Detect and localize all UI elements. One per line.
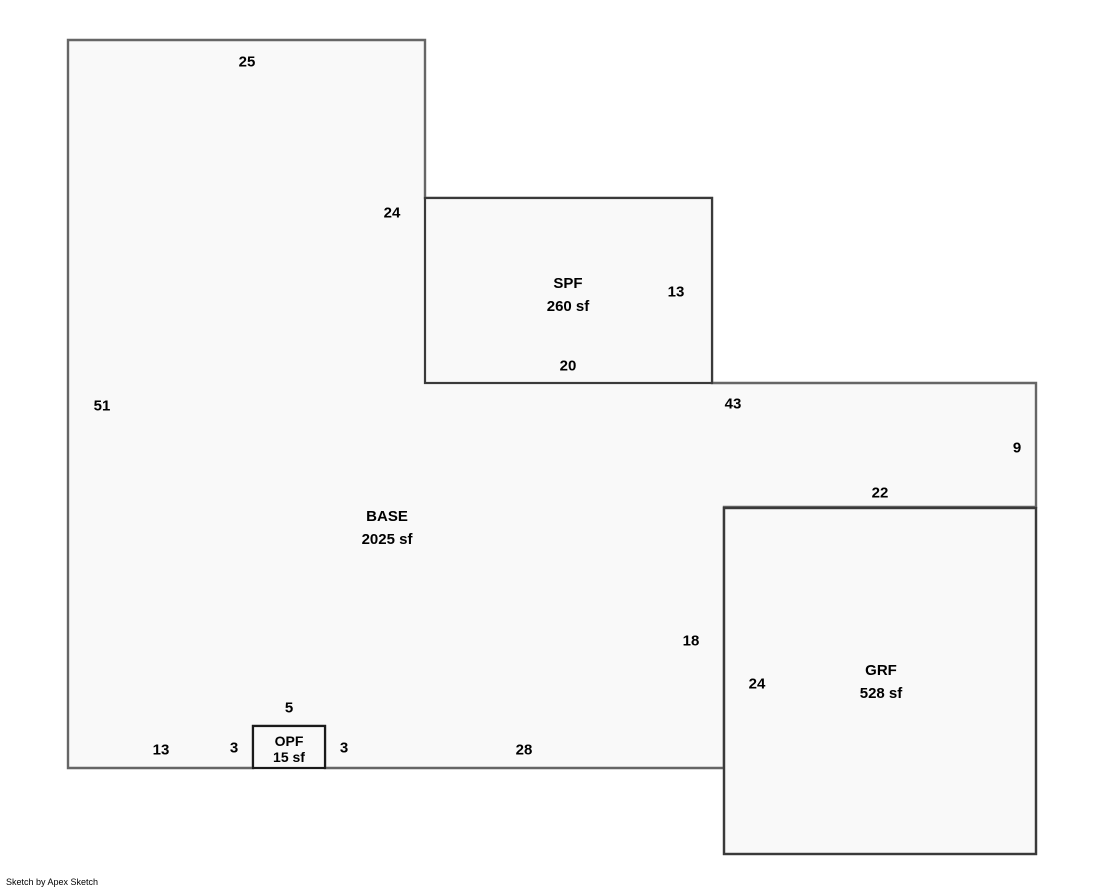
opf-area-outline: [251, 724, 327, 770]
spf-area-outline: [423, 196, 714, 385]
grf-area-outline: [722, 506, 1038, 856]
footer-credit: Sketch by Apex Sketch: [6, 877, 99, 887]
grf-top-edge: [722, 506, 1038, 856]
